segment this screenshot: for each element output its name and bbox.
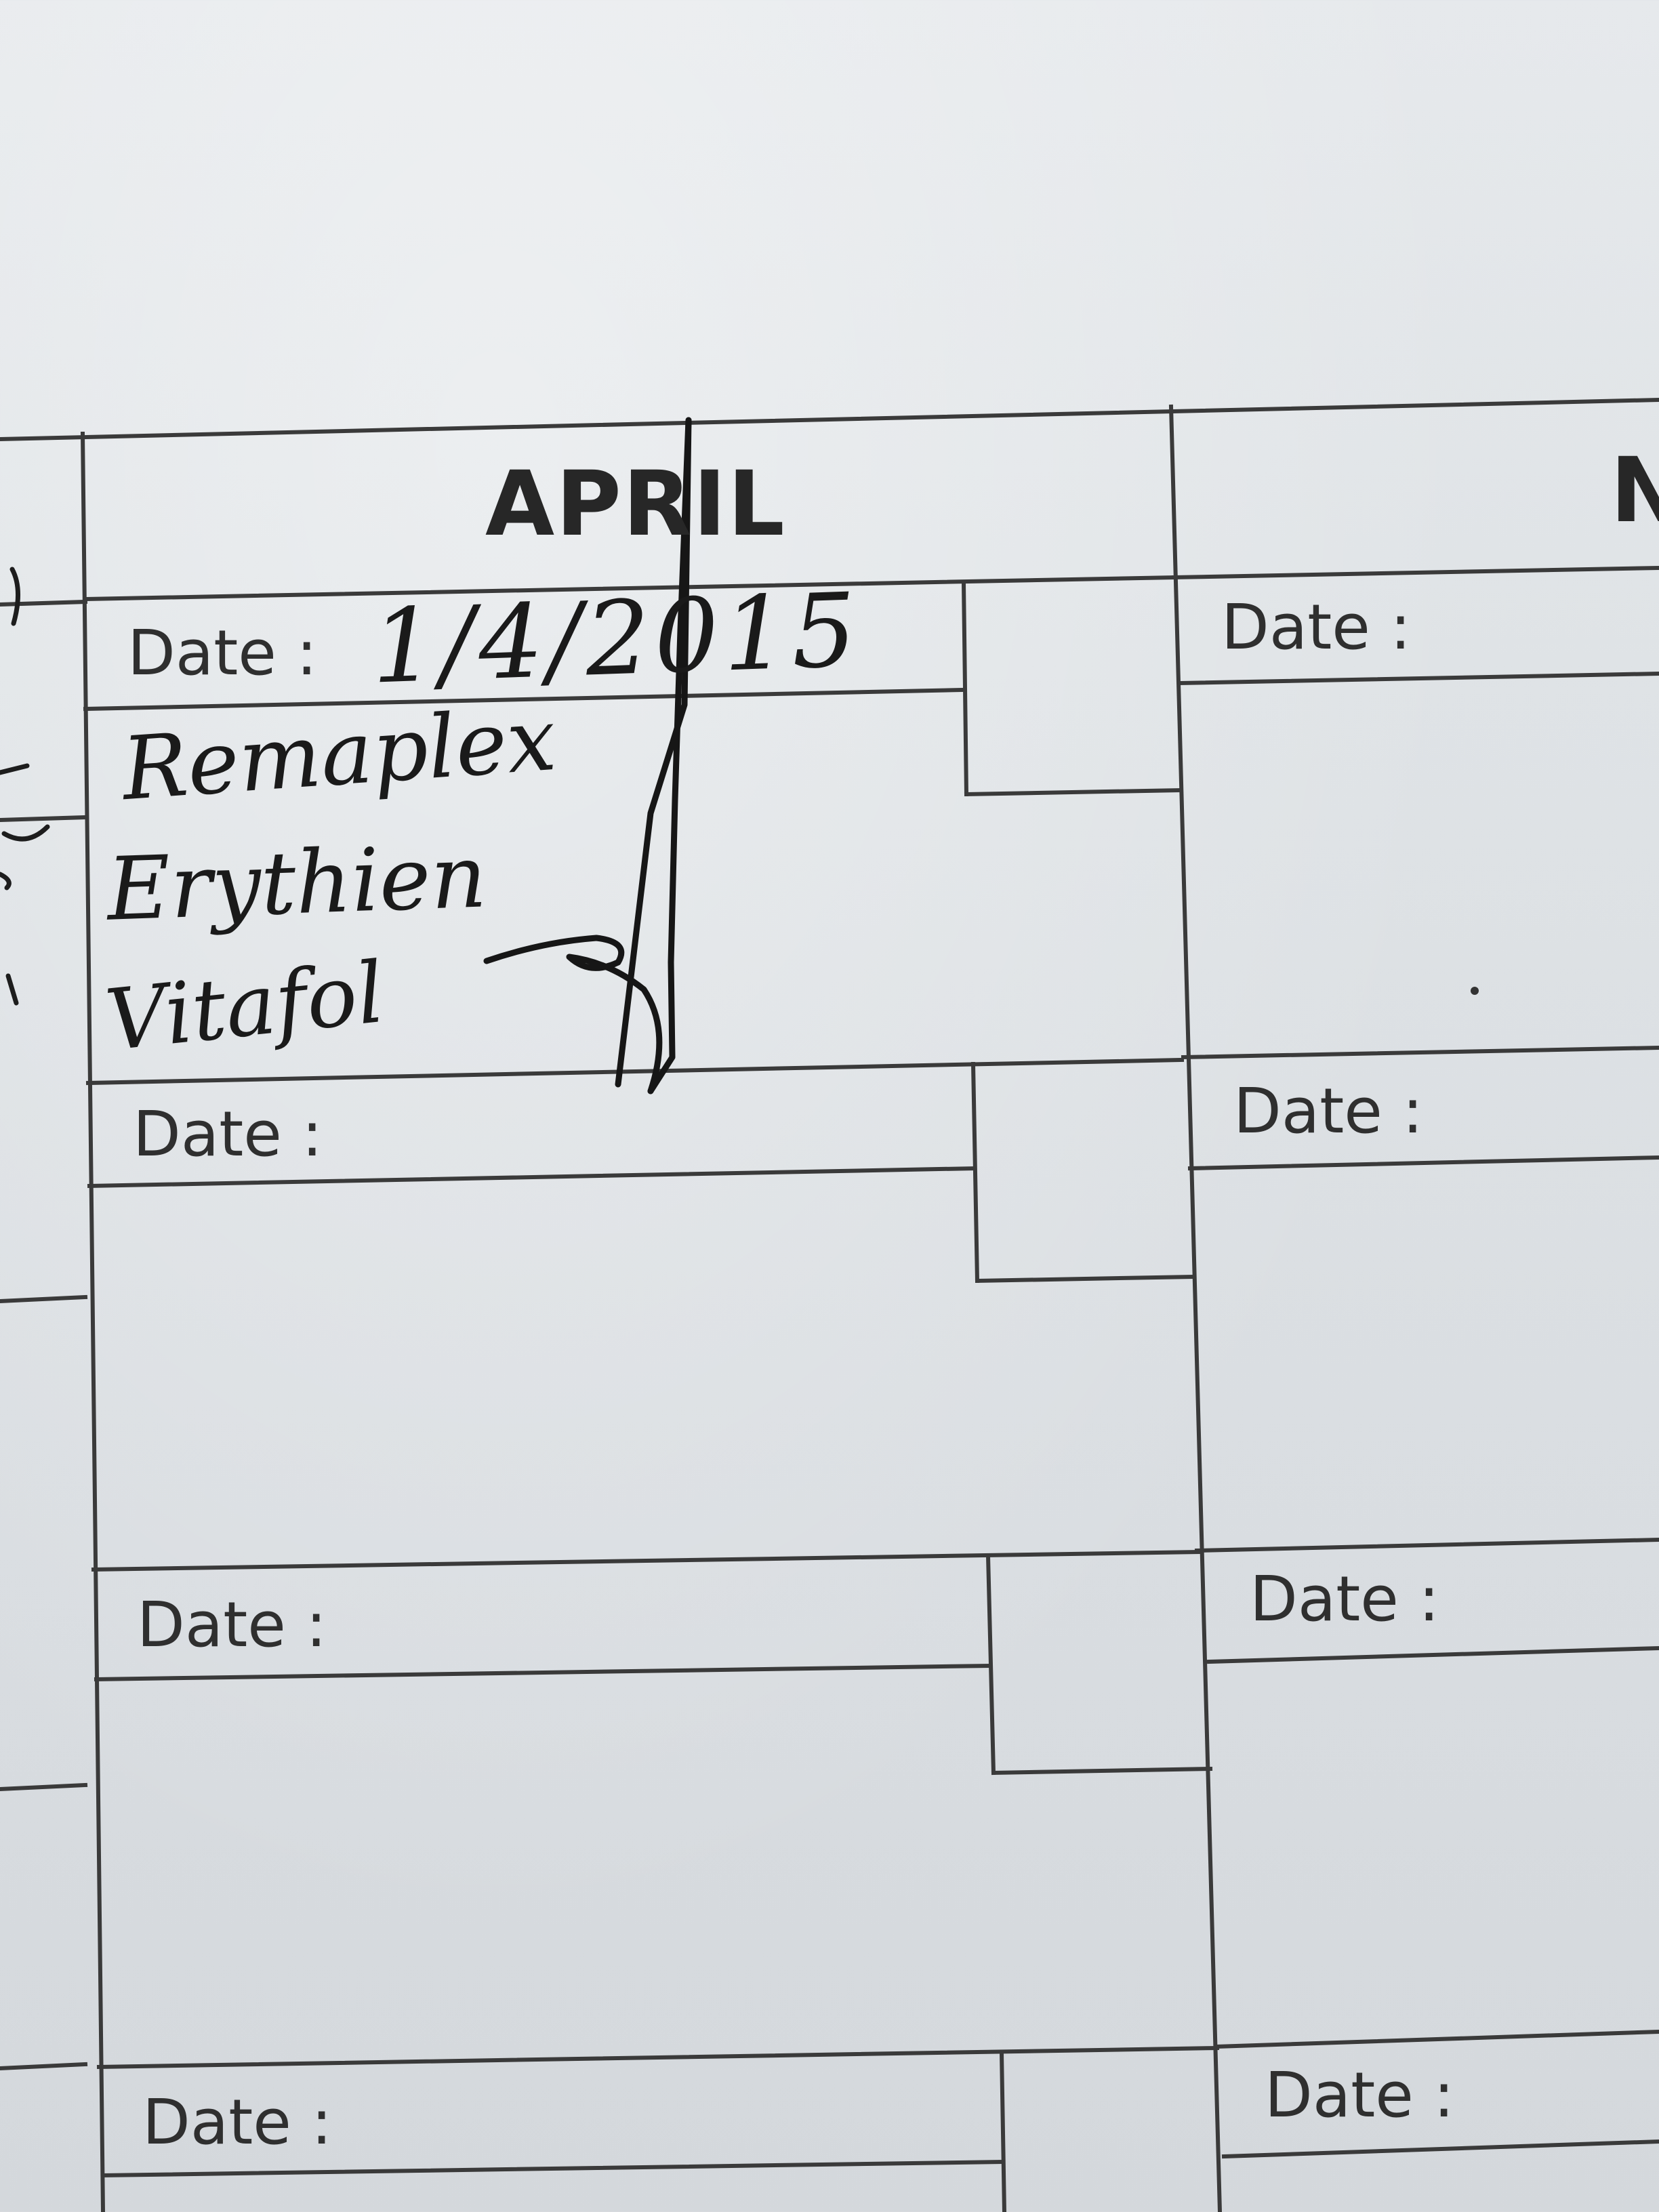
date-label-row-2: Date : (133, 1098, 323, 1170)
date-label-right-row-1: Date : (1221, 591, 1412, 663)
month-header-next-partial: N (1610, 438, 1659, 543)
date-label-row-4: Date : (142, 2086, 333, 2158)
date-label-row-1: Date : (127, 617, 318, 689)
left-edge-ink-marks (0, 567, 50, 1006)
month-header-april: APRIL (485, 452, 786, 556)
handwritten-note-2: Erythien (105, 826, 489, 941)
date-label-right-row-4: Date : (1265, 2059, 1455, 2131)
date-label-row-3: Date : (137, 1589, 327, 1661)
signature-stroke (483, 417, 692, 1094)
date-label-right-row-3: Date : (1250, 1563, 1440, 1635)
ink-dot (1471, 987, 1479, 995)
date-label-right-row-2: Date : (1233, 1075, 1424, 1147)
handwritten-date: 1/4/2015 (369, 571, 863, 707)
